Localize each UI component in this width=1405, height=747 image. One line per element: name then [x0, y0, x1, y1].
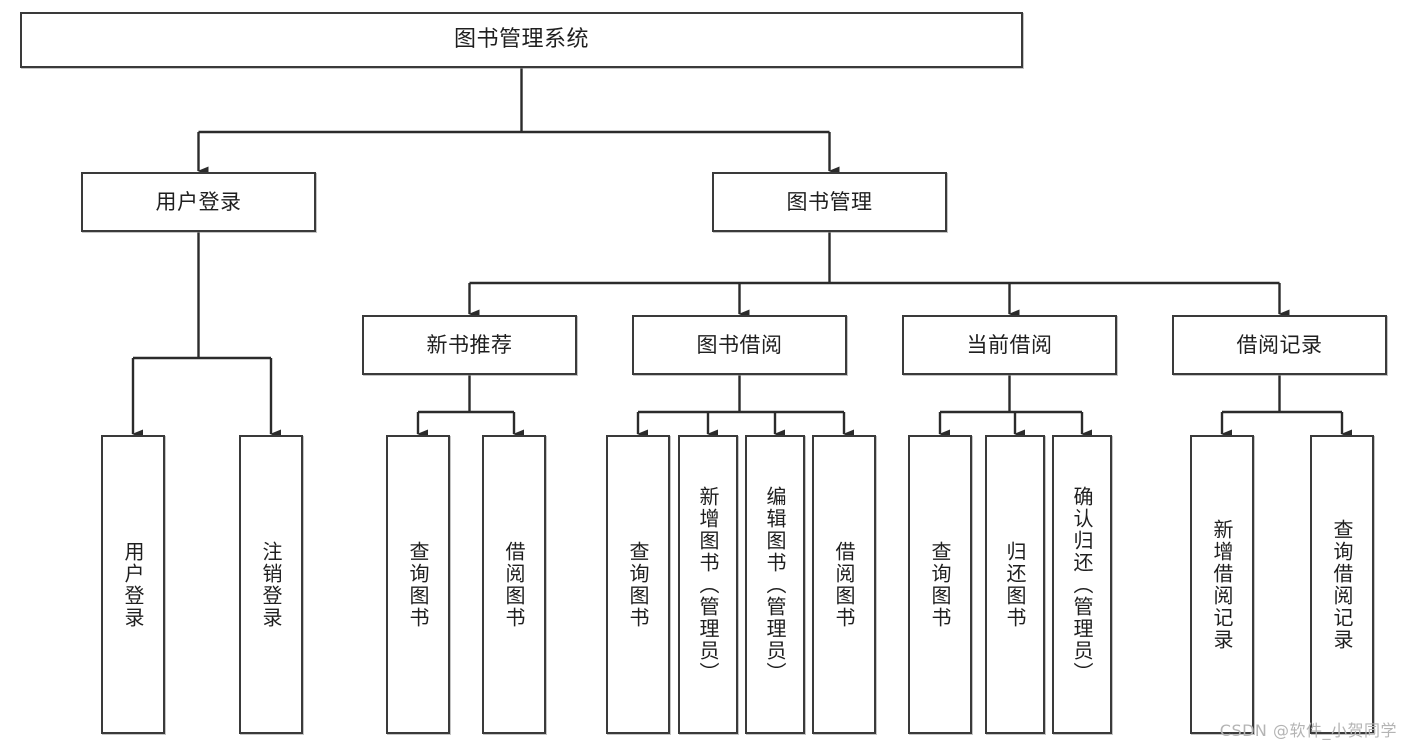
node-leaf-br-add[interactable]: 新增借阅记录 [1190, 435, 1254, 734]
node-label-leaf-bb-borrow: 借阅图书 [832, 540, 856, 629]
node-label-leaf-bb-query: 查询图书 [626, 540, 650, 629]
node-label-current-borrow: 当前借阅 [966, 332, 1053, 357]
node-label-user-login: 用户登录 [155, 189, 242, 214]
node-label-leaf-rec-borrow: 借阅图书 [502, 540, 526, 629]
node-label-book-manage: 图书管理 [786, 189, 873, 214]
node-leaf-rec-query[interactable]: 查询图书 [386, 435, 450, 734]
node-label-leaf-rec-query: 查询图书 [406, 540, 430, 629]
node-book-manage[interactable]: 图书管理 [712, 172, 947, 232]
node-label-borrow-record: 借阅记录 [1236, 332, 1323, 357]
node-leaf-cb-return[interactable]: 归还图书 [985, 435, 1045, 734]
node-label-leaf-br-add: 新增借阅记录 [1210, 518, 1234, 651]
node-leaf-cb-confirm[interactable]: 确认归还（管理员） [1052, 435, 1112, 734]
node-label-leaf-user-login: 用户登录 [121, 540, 145, 629]
node-root[interactable]: 图书管理系统 [20, 12, 1023, 68]
node-label-leaf-cb-return: 归还图书 [1003, 540, 1027, 629]
node-leaf-user-login[interactable]: 用户登录 [101, 435, 165, 734]
node-label-leaf-cb-confirm: 确认归还（管理员） [1070, 485, 1094, 684]
node-leaf-rec-borrow[interactable]: 借阅图书 [482, 435, 546, 734]
node-leaf-bb-borrow[interactable]: 借阅图书 [812, 435, 876, 734]
node-leaf-bb-add[interactable]: 新增图书（管理员） [678, 435, 738, 734]
node-label-leaf-user-logout: 注销登录 [259, 540, 283, 629]
node-label-new-book-rec: 新书推荐 [426, 332, 513, 357]
node-leaf-bb-query[interactable]: 查询图书 [606, 435, 670, 734]
node-user-login[interactable]: 用户登录 [81, 172, 316, 232]
node-current-borrow[interactable]: 当前借阅 [902, 315, 1117, 375]
edge-group [131, 68, 1352, 439]
node-leaf-user-logout[interactable]: 注销登录 [239, 435, 303, 734]
node-label-leaf-cb-query: 查询图书 [928, 540, 952, 629]
node-book-borrow[interactable]: 图书借阅 [632, 315, 847, 375]
node-label-book-borrow: 图书借阅 [696, 332, 783, 357]
node-new-book-rec[interactable]: 新书推荐 [362, 315, 577, 375]
node-label-leaf-br-query: 查询借阅记录 [1330, 518, 1354, 651]
watermark: CSDN @软件_小贺同学 [1219, 721, 1397, 740]
node-borrow-record[interactable]: 借阅记录 [1172, 315, 1387, 375]
node-label-leaf-bb-edit: 编辑图书（管理员） [763, 485, 787, 684]
node-leaf-bb-edit[interactable]: 编辑图书（管理员） [745, 435, 805, 734]
node-label-root: 图书管理系统 [453, 27, 589, 53]
node-leaf-cb-query[interactable]: 查询图书 [908, 435, 972, 734]
node-leaf-br-query[interactable]: 查询借阅记录 [1310, 435, 1374, 734]
node-label-leaf-bb-add: 新增图书（管理员） [696, 485, 720, 684]
